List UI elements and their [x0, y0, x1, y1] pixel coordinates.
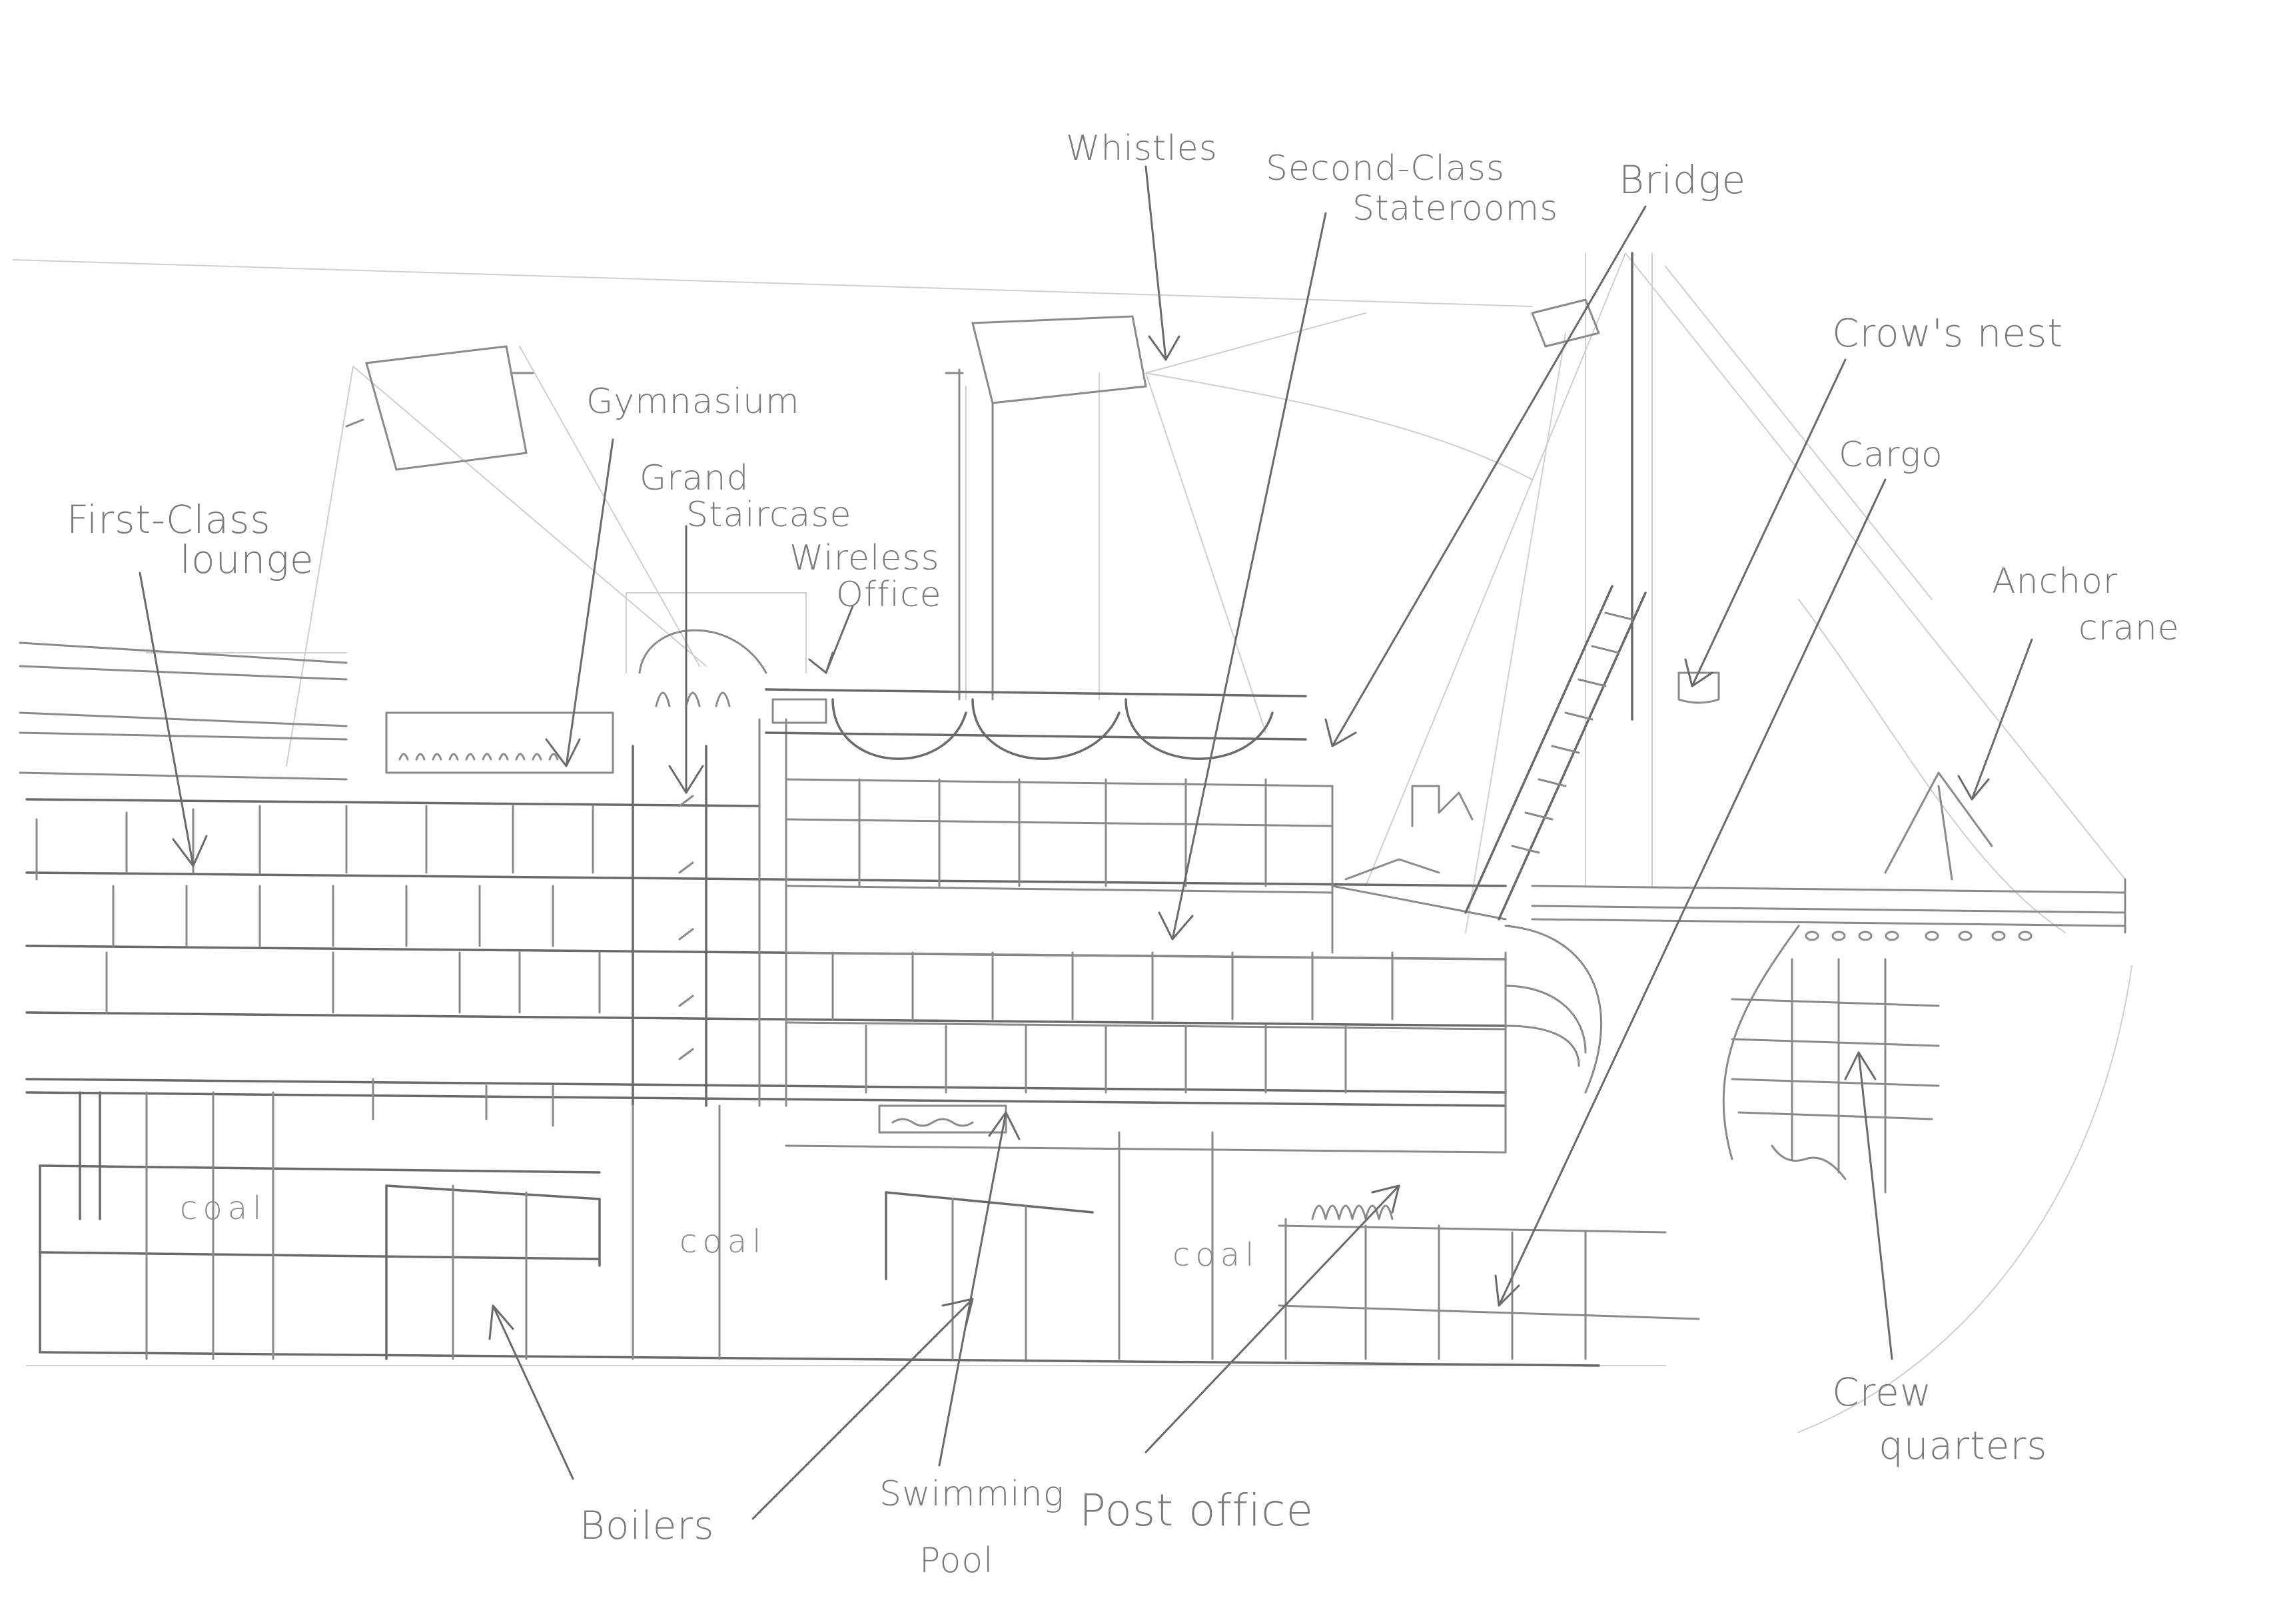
label-crew-quarters-line1: Crew	[1832, 1370, 1932, 1415]
label-second-class-line1: Second-Class	[1266, 149, 1505, 189]
label-first-class-line1: First-Class	[67, 497, 271, 542]
grand-staircase-dome	[626, 592, 807, 707]
label-first-class-line2: lounge	[180, 537, 314, 582]
construction-lines	[13, 252, 2132, 1433]
label-whistles: Whistles	[1066, 129, 1218, 169]
label-anchor-crane-line2: crane	[2078, 608, 2180, 648]
labels: First-Class lounge Gymnasium Grand Stair…	[67, 129, 2180, 1581]
label-second-class-line2: Staterooms	[1352, 189, 1558, 228]
label-wireless-line2: Office	[836, 575, 942, 615]
hull-decks	[19, 252, 2126, 1367]
label-arrows	[139, 165, 2033, 1520]
portholes	[1805, 931, 2033, 941]
label-swimming-pool-line2: Pool	[919, 1541, 994, 1581]
label-grand-staircase-line2: Staircase	[686, 495, 851, 535]
label-post-office: Post office	[1079, 1485, 1314, 1536]
label-anchor-crane-line1: Anchor	[1992, 562, 2118, 602]
label-grand-staircase-line1: Grand	[640, 458, 749, 498]
label-coal-2: coal	[680, 1223, 767, 1260]
label-crows-nest: Crow's nest	[1832, 310, 2063, 356]
label-coal-3: coal	[1172, 1236, 1260, 1274]
label-wireless-line1: Wireless	[789, 538, 940, 578]
label-coal-1: coal	[180, 1190, 267, 1227]
label-cargo: Cargo	[1839, 435, 1943, 475]
label-boilers: Boilers	[580, 1503, 714, 1548]
label-bridge: Bridge	[1619, 157, 1746, 203]
funnels	[345, 315, 1147, 701]
label-gymnasium: Gymnasium	[586, 382, 800, 422]
label-swimming-pool-line1: Swimming	[879, 1474, 1065, 1514]
label-crew-quarters-line2: quarters	[1879, 1423, 2047, 1468]
